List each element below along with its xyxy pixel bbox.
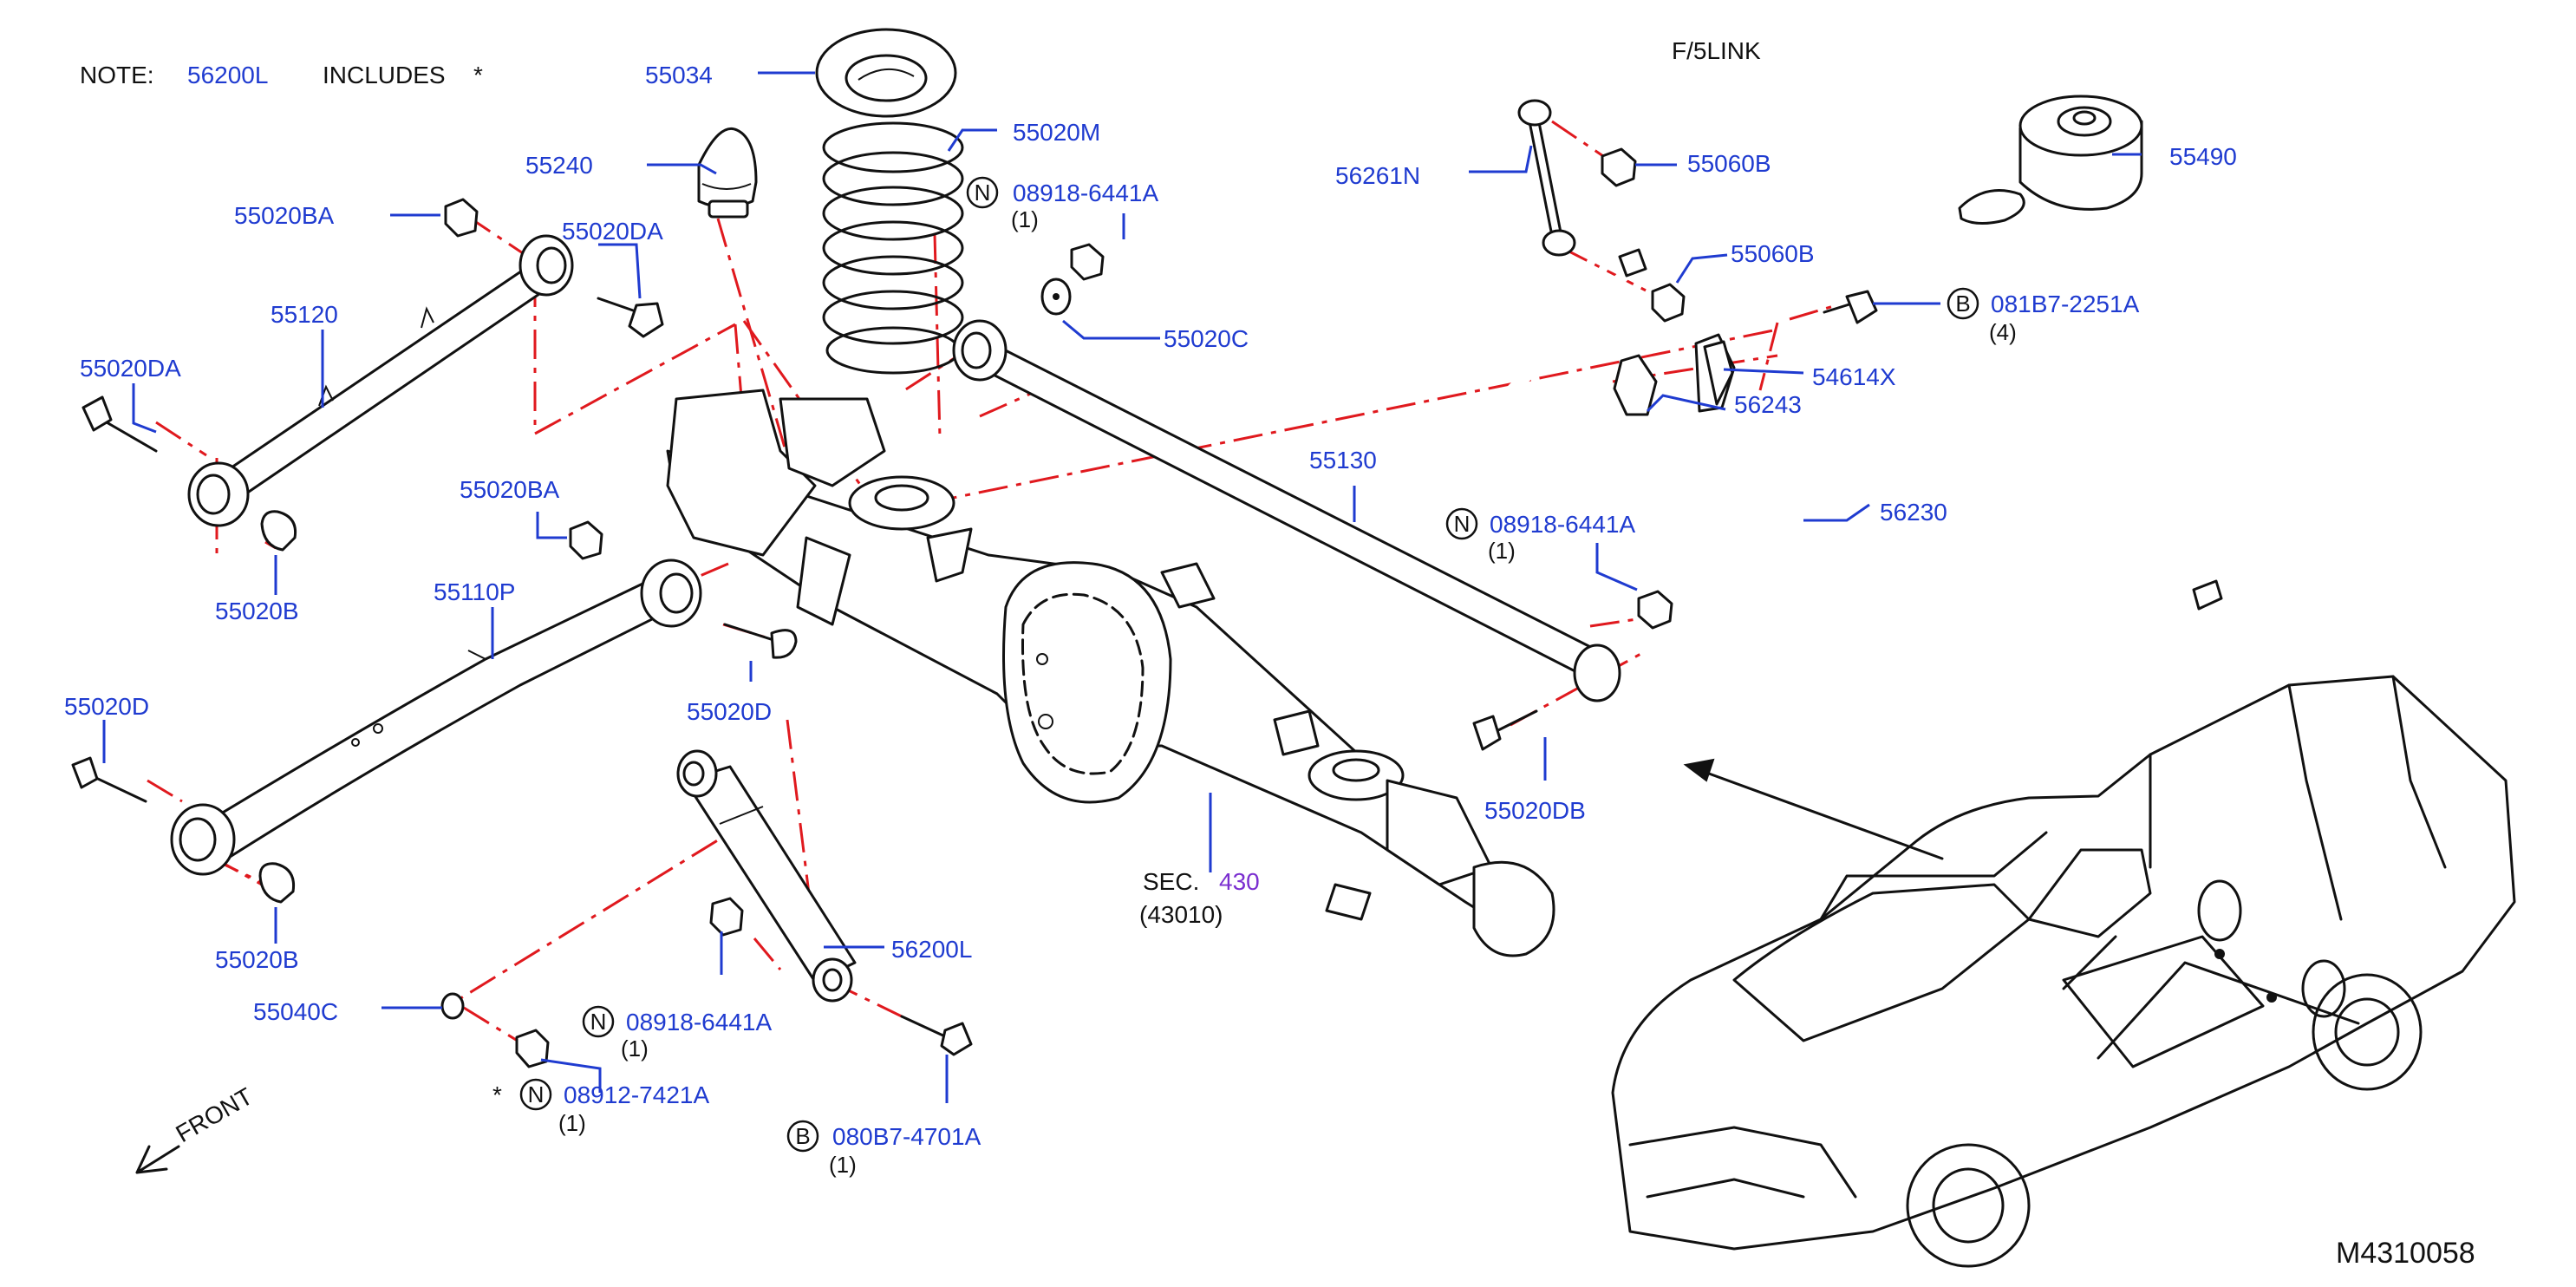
label-55020BA-top[interactable]: 55020BA: [234, 202, 335, 229]
label-55020B-bottom[interactable]: 55020B: [215, 946, 299, 973]
callout-08918-bottom[interactable]: N 08918-6441A (1): [582, 1005, 772, 1062]
note-includes: INCLUDES: [323, 62, 446, 88]
label-08918-bottom[interactable]: 08918-6441A: [626, 1009, 772, 1035]
qty-08918-top: (1): [1011, 206, 1039, 232]
nut-symbol: N: [528, 1081, 545, 1107]
bolt-symbol: B: [1955, 291, 1970, 317]
note-label: NOTE:: [80, 62, 154, 88]
label-08918-right[interactable]: 08918-6441A: [1490, 511, 1635, 538]
label-55020D-left[interactable]: 55020D: [64, 693, 149, 720]
label-55060B-lower[interactable]: 55060B: [1731, 240, 1815, 267]
section-sub: (43010): [1139, 901, 1223, 928]
label-54614X[interactable]: 54614X: [1812, 363, 1896, 390]
star-08912: *: [492, 1081, 502, 1108]
qty-081B7: (4): [1989, 319, 2017, 345]
variant-label: F/5LINK: [1672, 37, 1761, 64]
hardware-fasteners: [71, 147, 1878, 1068]
bushing-assembly-55490[interactable]: [1958, 95, 2143, 225]
qty-08918-right: (1): [1488, 538, 1516, 564]
front-label: FRONT: [172, 1082, 258, 1147]
label-55020M[interactable]: 55020M: [1013, 119, 1100, 146]
label-55060B-top[interactable]: 55060B: [1687, 150, 1771, 177]
label-56261N[interactable]: 56261N: [1335, 162, 1420, 189]
callout-080B7[interactable]: B 080B7-4701A (1): [786, 1120, 981, 1178]
label-55020C[interactable]: 55020C: [1164, 325, 1249, 352]
qty-08912: (1): [558, 1110, 586, 1136]
nut-symbol: N: [590, 1009, 607, 1035]
leader-lines: [102, 71, 2142, 1103]
label-55020D-mid[interactable]: 55020D: [687, 698, 772, 725]
upper-link-55120[interactable]: [187, 234, 574, 527]
nut-symbol: N: [975, 180, 991, 206]
section-prefix: SEC.: [1143, 868, 1199, 895]
bolt-symbol: B: [795, 1123, 810, 1149]
label-55110P[interactable]: 55110P: [434, 578, 515, 605]
rear-axle-housing: [666, 389, 1555, 957]
nut-symbol: N: [1454, 511, 1471, 537]
truck-illustration: [1611, 675, 2516, 1268]
bushing-56243[interactable]: [1613, 354, 1658, 416]
label-08912[interactable]: 08912-7421A: [564, 1081, 709, 1108]
label-081B7[interactable]: 081B7-2251A: [1991, 291, 2140, 317]
label-55120[interactable]: 55120: [271, 301, 338, 328]
qty-08918-bottom: (1): [621, 1035, 649, 1062]
coil-spring-55020M[interactable]: [822, 121, 964, 375]
label-55240[interactable]: 55240: [525, 152, 593, 179]
lower-link-55110P[interactable]: [170, 559, 702, 876]
spring-seat-55034[interactable]: [815, 28, 957, 118]
label-55490[interactable]: 55490: [2169, 143, 2237, 170]
lateral-rod-55130[interactable]: [952, 319, 1621, 702]
bracket-54614X[interactable]: [1694, 333, 1736, 413]
stabilizer-link-56261N[interactable]: [1517, 99, 1576, 257]
label-56200L[interactable]: 56200L: [891, 936, 972, 963]
callout-08918-top[interactable]: N 08918-6441A (1): [966, 176, 1158, 232]
label-56230[interactable]: 56230: [1880, 499, 1947, 526]
label-55040C[interactable]: 55040C: [253, 998, 338, 1025]
label-080B7[interactable]: 080B7-4701A: [832, 1123, 981, 1150]
callout-081B7[interactable]: B 081B7-2251A (4): [1947, 287, 2140, 345]
bump-stop-55240[interactable]: [697, 127, 758, 219]
label-55020DA-top[interactable]: 55020DA: [562, 218, 663, 245]
label-55130[interactable]: 55130: [1309, 447, 1377, 474]
label-55020B-top[interactable]: 55020B: [215, 598, 299, 624]
callout-08912[interactable]: * N 08912-7421A (1): [492, 1078, 709, 1136]
diagram-id: M4310058: [2336, 1237, 2475, 1270]
shock-absorber-56200L[interactable]: [676, 749, 857, 1003]
label-56243[interactable]: 56243: [1734, 391, 1802, 418]
label-55020DB[interactable]: 55020DB: [1484, 797, 1586, 824]
stabilizer-bar-56230[interactable]: [1506, 248, 2223, 723]
section-link-430[interactable]: 430: [1219, 868, 1260, 895]
label-08918-top[interactable]: 08918-6441A: [1013, 180, 1158, 206]
label-55020DA-left[interactable]: 55020DA: [80, 355, 181, 382]
note-part-link[interactable]: 56200L: [187, 62, 268, 88]
label-55020BA-mid[interactable]: 55020BA: [460, 476, 560, 503]
note-star: *: [473, 62, 483, 88]
label-55034[interactable]: 55034: [645, 62, 713, 88]
callout-08918-right[interactable]: N 08918-6441A (1): [1445, 507, 1635, 564]
qty-080B7: (1): [829, 1152, 857, 1178]
front-arrow: FRONT: [135, 1082, 258, 1174]
